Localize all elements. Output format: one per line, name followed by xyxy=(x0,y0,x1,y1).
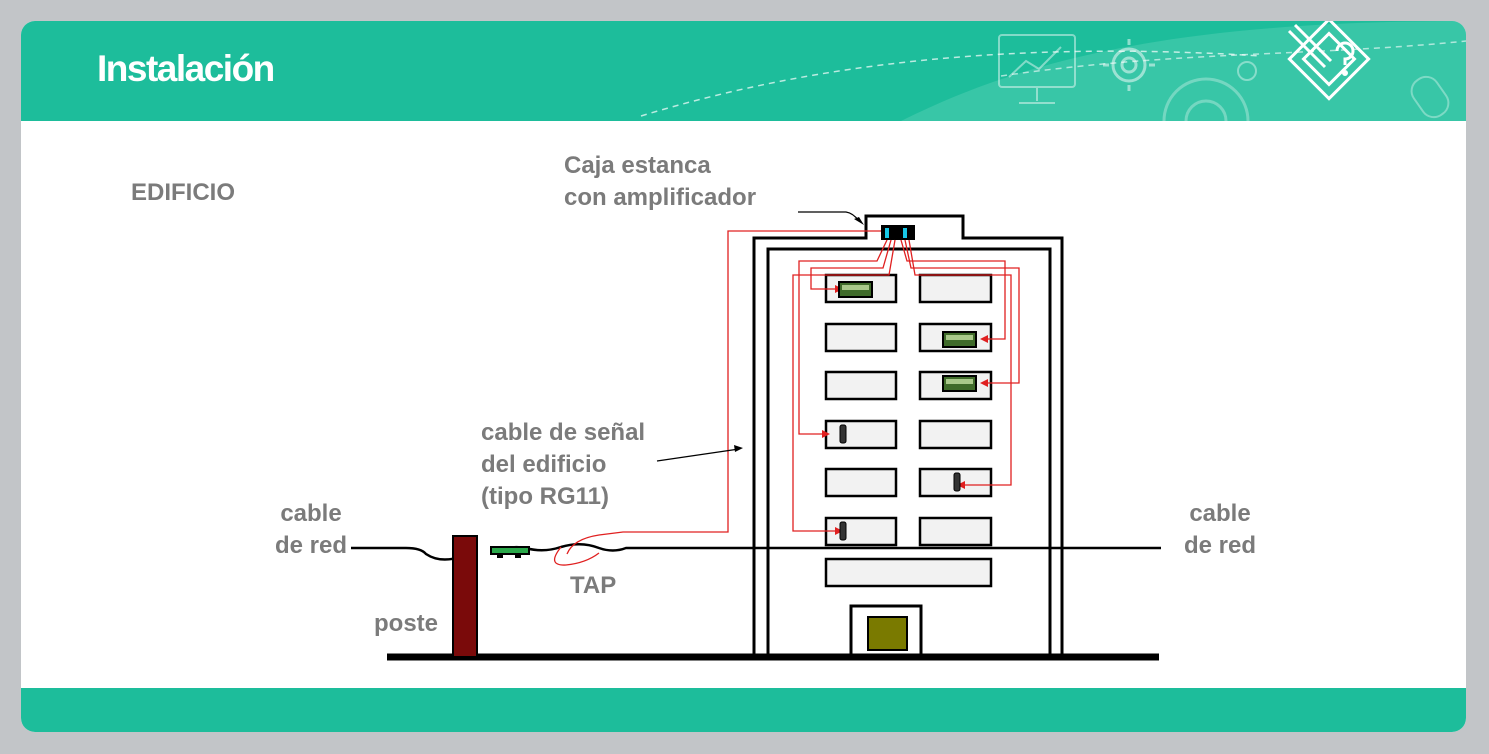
window xyxy=(824,467,898,498)
tap-device xyxy=(490,546,530,558)
monitor-icon xyxy=(998,34,1076,104)
label-cable-red-right: cable de red xyxy=(1184,500,1257,559)
page-title: Instalación xyxy=(97,48,275,89)
cable-arrowheads xyxy=(822,285,988,535)
slide: Instalación xyxy=(21,21,1466,732)
window xyxy=(824,419,898,450)
large-gear-icon xyxy=(1162,77,1250,121)
tv-icon xyxy=(942,331,977,348)
amplifier-box xyxy=(881,225,915,240)
window xyxy=(824,370,898,401)
label-poste: poste xyxy=(374,610,439,637)
building xyxy=(752,214,1064,657)
door xyxy=(867,616,908,651)
decoder-icon xyxy=(839,424,961,541)
tv-icon xyxy=(838,281,873,298)
header-bar: Instalación xyxy=(21,21,1466,121)
window xyxy=(824,322,898,353)
label-caja-estanca: Caja estanca con amplificador xyxy=(564,152,757,211)
window xyxy=(824,557,993,588)
pencil-diamond-icon xyxy=(1287,21,1371,101)
mouse-icon xyxy=(1410,75,1450,119)
installation-diagram xyxy=(351,211,1161,661)
window xyxy=(918,419,993,450)
label-tap: TAP xyxy=(570,572,617,599)
leader-arrowheads xyxy=(734,217,864,452)
gear-icon xyxy=(1103,39,1155,91)
windows xyxy=(824,273,993,588)
header-decoration xyxy=(640,21,1466,121)
window xyxy=(918,516,993,547)
utility-pole xyxy=(452,535,478,658)
label-cable-red-left: cable de red xyxy=(275,500,348,559)
label-edificio: EDIFICIO xyxy=(131,179,236,206)
label-cable-senal: cable de señal del edificio (tipo RG11) xyxy=(481,419,646,510)
window xyxy=(918,273,993,304)
tv-icon xyxy=(942,375,977,392)
footer-bar xyxy=(21,688,1466,732)
signal-cables xyxy=(554,230,1020,566)
